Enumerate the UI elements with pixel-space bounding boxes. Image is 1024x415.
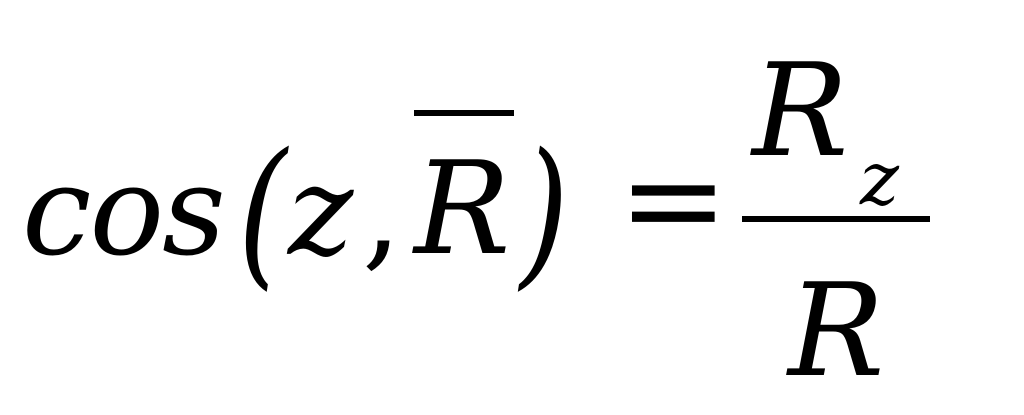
open-parenthesis: ( [238,118,287,305]
close-parenthesis: ) [520,118,569,305]
variable-z: z [288,140,354,284]
comma-separator: , [362,140,402,284]
function-name: cos [22,140,226,284]
denominator-r: R [788,257,885,406]
numerator-subscript-z: z [860,136,899,222]
fraction-bar [742,216,930,222]
numerator-r: R [752,37,849,186]
vector-r: R [414,135,511,284]
equals-sign: = [618,123,729,277]
vector-overline [414,110,514,116]
